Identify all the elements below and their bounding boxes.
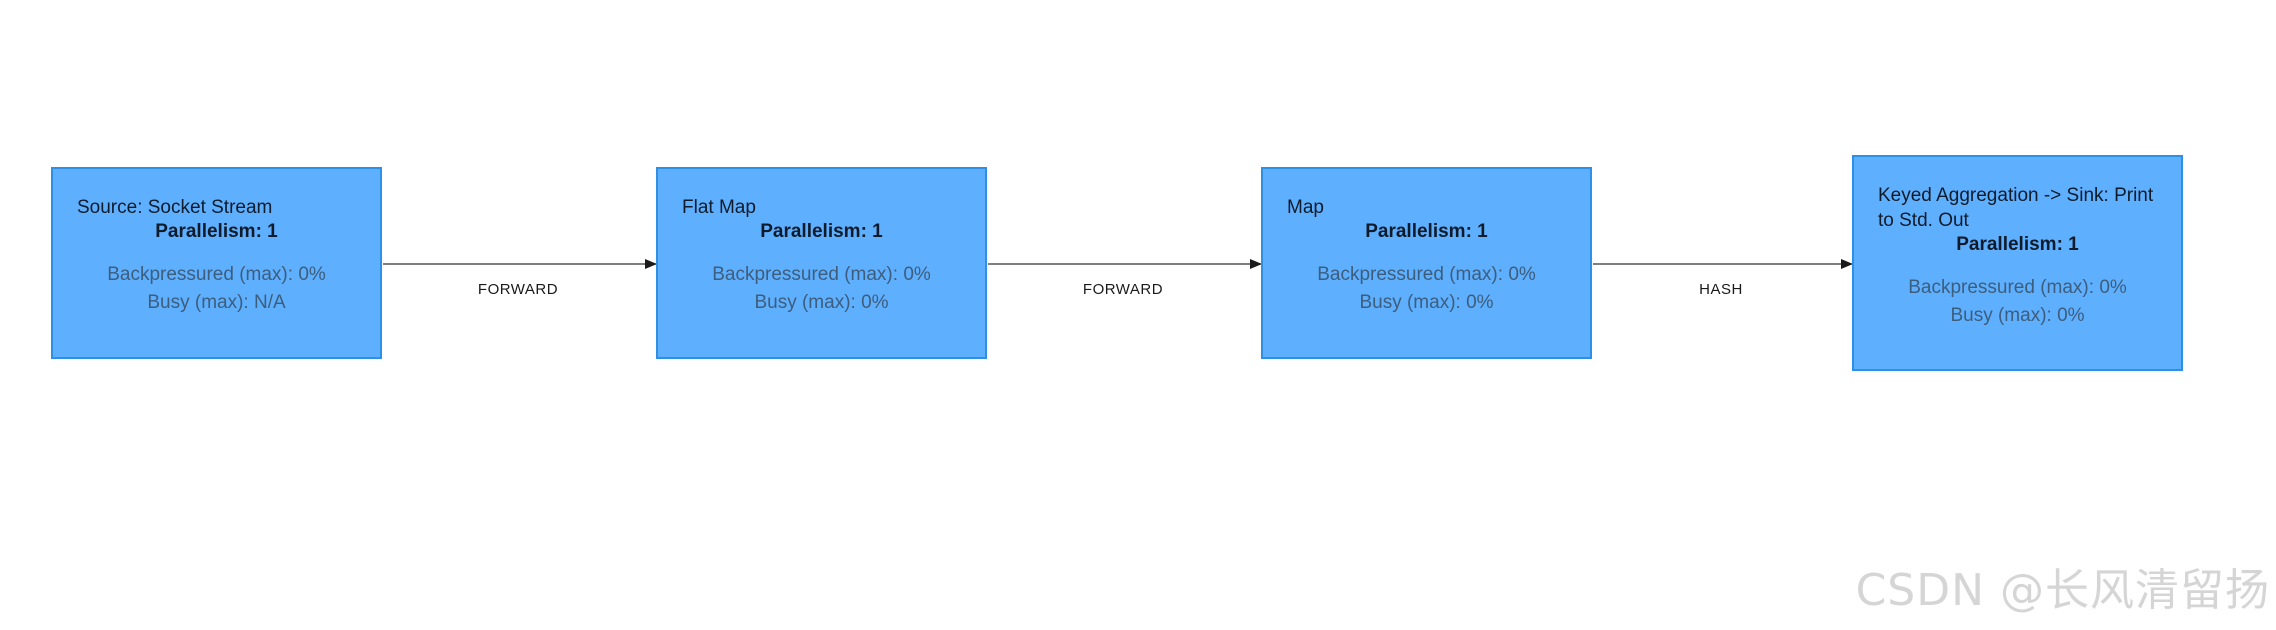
node-busy: Busy (max): 0% xyxy=(1950,305,2085,326)
edge-label-hash: HASH xyxy=(1699,281,1743,298)
node-title: Flat Map xyxy=(682,197,756,218)
node-flat-map[interactable]: Flat Map Parallelism: 1 Backpressured (m… xyxy=(656,167,987,359)
node-title: Map xyxy=(1287,197,1324,218)
node-backpressured: Backpressured (max): 0% xyxy=(712,264,931,285)
node-stats: Backpressured (max): 0% Busy (max): 0% xyxy=(1287,261,1566,317)
node-backpressured: Backpressured (max): 0% xyxy=(107,264,326,285)
node-keyed-aggregation-sink[interactable]: Keyed Aggregation -> Sink: Print to Std.… xyxy=(1852,155,2183,371)
node-stats: Backpressured (max): 0% Busy (max): 0% xyxy=(1878,274,2157,330)
node-title: Keyed Aggregation -> Sink: Print to Std.… xyxy=(1878,185,2154,231)
node-parallelism: Parallelism: 1 xyxy=(1956,234,2079,255)
node-parallelism: Parallelism: 1 xyxy=(1365,221,1488,242)
watermark-text: CSDN @长风清留扬 xyxy=(1855,565,2270,616)
edge-label-forward: FORWARD xyxy=(477,281,559,298)
node-parallelism: Parallelism: 1 xyxy=(760,221,883,242)
node-parallelism: Parallelism: 1 xyxy=(155,221,278,242)
node-stats: Backpressured (max): 0% Busy (max): 0% xyxy=(682,261,961,317)
node-source-socket-stream[interactable]: Source: Socket Stream Parallelism: 1 Bac… xyxy=(51,167,382,359)
node-busy: Busy (max): 0% xyxy=(1359,292,1494,313)
node-busy: Busy (max): 0% xyxy=(754,292,889,313)
node-title: Source: Socket Stream xyxy=(77,197,273,218)
node-busy: Busy (max): N/A xyxy=(147,292,286,313)
node-map[interactable]: Map Parallelism: 1 Backpressured (max): … xyxy=(1261,167,1592,359)
node-stats: Backpressured (max): 0% Busy (max): N/A xyxy=(77,261,356,317)
node-backpressured: Backpressured (max): 0% xyxy=(1317,264,1536,285)
edge-label-forward: FORWARD xyxy=(1082,281,1164,298)
node-backpressured: Backpressured (max): 0% xyxy=(1908,277,2127,298)
